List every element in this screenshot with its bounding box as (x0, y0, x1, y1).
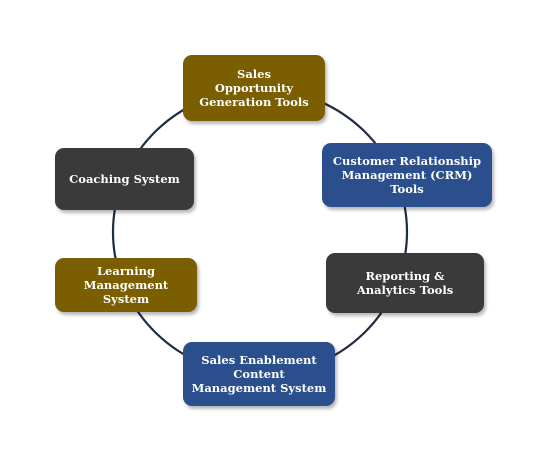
node-coaching-system: Coaching System (55, 148, 194, 210)
node-label: Sales Enablement Content Management Syst… (191, 353, 327, 395)
node-label: Coaching System (69, 172, 180, 186)
node-crm-tools: Customer Relationship Management (CRM) T… (322, 143, 492, 207)
cycle-ring-ellipse (111, 87, 409, 377)
node-label: Sales Opportunity Generation Tools (199, 67, 309, 109)
node-reporting-analytics-tools: Reporting & Analytics Tools (326, 253, 484, 313)
node-label: Learning Management System (83, 264, 169, 306)
node-label: Customer Relationship Management (CRM) T… (332, 154, 482, 196)
node-label: Reporting & Analytics Tools (356, 269, 454, 297)
node-learning-management-system: Learning Management System (55, 258, 197, 312)
node-sales-opportunity-generation-tools: Sales Opportunity Generation Tools (183, 55, 325, 121)
node-sales-enablement-cms: Sales Enablement Content Management Syst… (183, 342, 335, 406)
